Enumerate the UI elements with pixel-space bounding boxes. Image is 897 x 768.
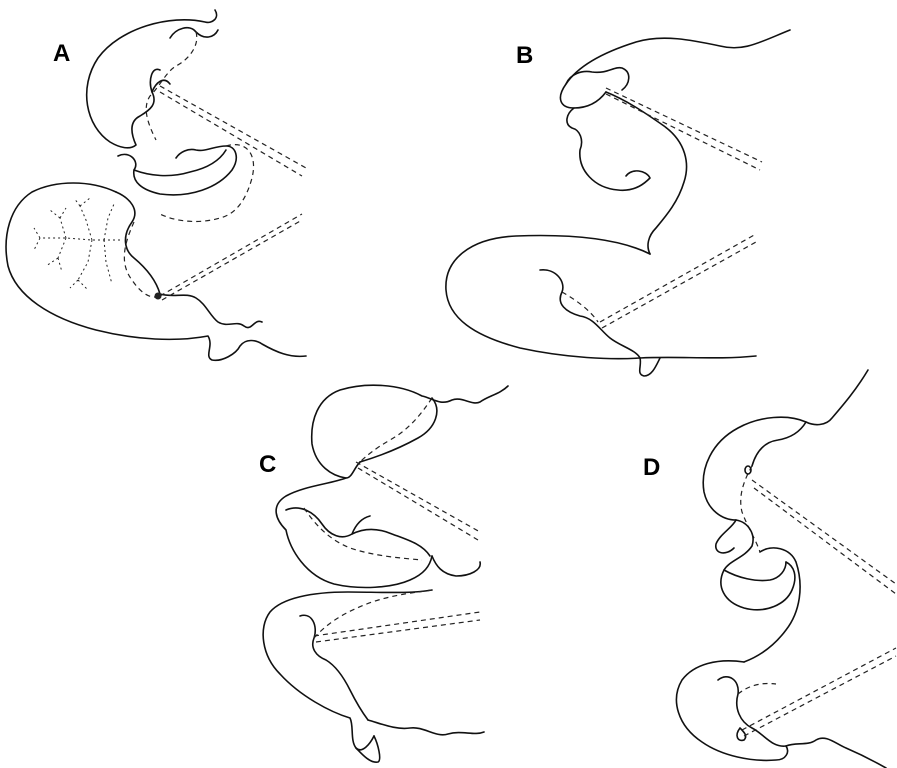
panel-a-lower-lobe bbox=[6, 183, 306, 360]
panel-b-upper-lobe bbox=[560, 30, 790, 108]
panel-b-lower-lobe bbox=[446, 236, 756, 359]
panel-c-drawing bbox=[263, 385, 508, 762]
panel-d-drawing bbox=[676, 370, 896, 768]
panel-d-upper-lobe bbox=[703, 370, 868, 520]
panel-a-upper-lobe bbox=[87, 10, 217, 148]
panel-d-middle-coil bbox=[721, 520, 795, 610]
panel-b-drawing bbox=[446, 30, 790, 376]
panel-d-lower-lobe bbox=[676, 661, 787, 761]
panel-a-branching-vessels bbox=[34, 198, 120, 290]
panel-c-upper-lobe bbox=[312, 385, 508, 478]
panel-a-drawing bbox=[6, 10, 306, 360]
